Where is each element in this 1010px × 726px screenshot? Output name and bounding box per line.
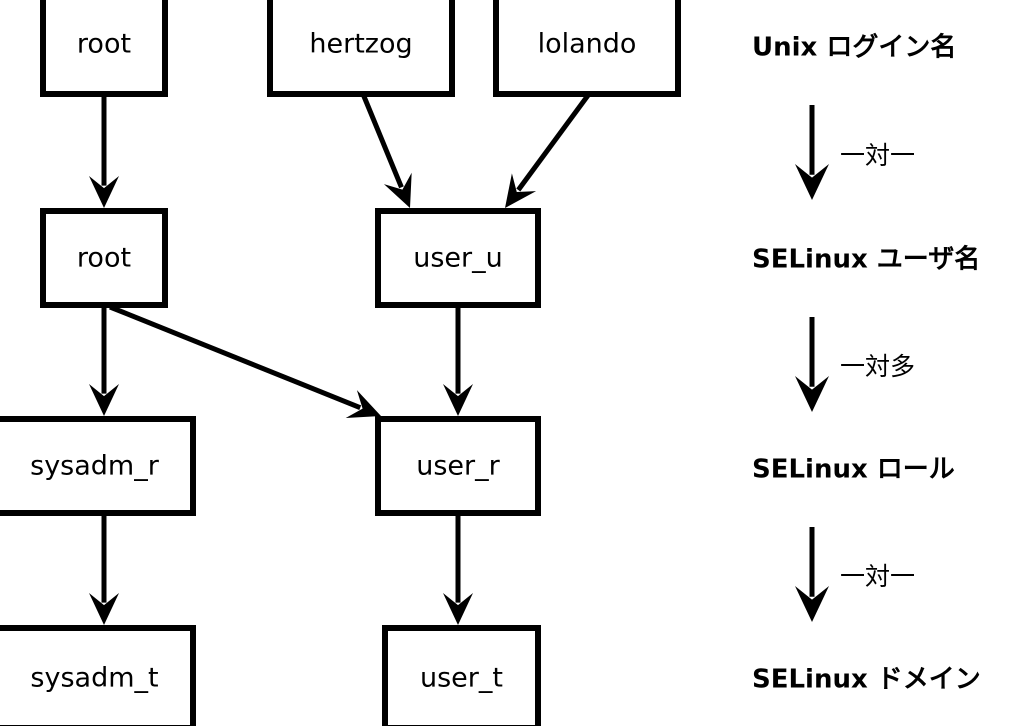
node-unix-root-box[interactable]: [40, 0, 168, 97]
node-domain-user_t-label: user_t: [420, 663, 503, 694]
legend-rel-3-label: 一対一: [840, 562, 915, 591]
node-unix-root[interactable]: root: [40, 0, 168, 97]
legend-selinux-role: SELinux ロール: [752, 455, 955, 485]
edge-lolando-to-useru: [505, 92, 592, 208]
legend-rel-1: 一対一: [795, 105, 915, 200]
edge-userr-to-usert-arrowhead: [443, 593, 473, 625]
node-seuser-root-box[interactable]: [40, 208, 168, 308]
edge-userr-to-usert: [443, 513, 473, 625]
edge-lolando-to-useru-arrowhead: [505, 173, 537, 208]
legend-rel-3: 一対一: [795, 527, 915, 622]
edge-useru-to-userr: [443, 305, 473, 416]
node-seuser-user_u-box[interactable]: [375, 208, 541, 308]
node-role-user_r-box[interactable]: [375, 416, 541, 516]
node-unix-hertzog-box[interactable]: [267, 0, 455, 97]
node-unix-hertzog[interactable]: hertzog: [267, 0, 455, 97]
node-seuser-user_u[interactable]: user_u: [375, 208, 541, 308]
edge-seuserroot-to-sysadmr-arrowhead: [89, 384, 119, 416]
legend-rel-2-arrowhead: [795, 376, 829, 412]
node-domain-user_t[interactable]: user_t: [382, 625, 541, 726]
legend-unix-login: Unix ログイン名: [752, 32, 956, 63]
legend-rel-1-arrowhead: [795, 164, 829, 200]
legend-rel-2: 一対多: [795, 317, 915, 412]
legend-rel-2-label: 一対多: [840, 352, 915, 381]
node-seuser-root[interactable]: root: [40, 208, 168, 308]
node-seuser-user_u-label: user_u: [413, 243, 503, 274]
node-role-sysadm_r-label: sysadm_r: [30, 451, 160, 482]
edge-useru-to-userr-arrowhead: [443, 384, 473, 416]
node-role-sysadm_r[interactable]: sysadm_r: [0, 416, 196, 516]
node-unix-lolando-label: lolando: [538, 29, 637, 60]
edge-hertzog-to-useru-line: [360, 93, 404, 189]
node-unix-lolando[interactable]: lolando: [493, 0, 681, 97]
legend-rel-1-label: 一対一: [840, 141, 915, 170]
node-domain-sysadm_t-box[interactable]: [0, 625, 196, 726]
legend-layer: Unix ログイン名 SELinux ユーザ名 SELinux ロール SELinux…: [752, 32, 981, 695]
legend-selinux-user: SELinux ユーザ名: [752, 244, 980, 275]
edge-hertzog-to-useru: [360, 93, 412, 208]
edge-seuserroot-to-userr-line: [109, 304, 362, 410]
edge-unixroot-to-seuserroot: [89, 94, 119, 208]
edge-unixroot-to-seuserroot-arrowhead: [89, 176, 119, 208]
edge-hertzog-to-useru-arrowhead: [383, 172, 412, 208]
legend-selinux-domain: SELinux ドメイン: [752, 665, 981, 695]
node-domain-user_t-box[interactable]: [382, 625, 541, 726]
edge-seuserroot-to-sysadmr: [89, 305, 119, 416]
edges-layer: [89, 92, 592, 625]
edge-sysadmr-to-sysadmt-arrowhead: [89, 593, 119, 625]
edge-seuserroot-to-userr: [109, 304, 381, 418]
node-unix-lolando-box[interactable]: [493, 0, 681, 97]
edge-seuserroot-to-userr-arrowhead: [345, 390, 381, 418]
node-role-user_r-label: user_r: [416, 451, 500, 482]
node-domain-sysadm_t[interactable]: sysadm_t: [0, 625, 196, 726]
edge-sysadmr-to-sysadmt: [89, 513, 119, 625]
node-unix-root-label: root: [77, 29, 131, 60]
node-domain-sysadm_t-label: sysadm_t: [30, 663, 158, 694]
node-unix-hertzog-label: hertzog: [309, 29, 412, 60]
edge-lolando-to-useru-line: [516, 92, 592, 192]
node-role-sysadm_r-box[interactable]: [0, 416, 196, 516]
node-role-user_r[interactable]: user_r: [375, 416, 541, 516]
node-seuser-root-label: root: [77, 243, 131, 274]
legend-rel-3-arrowhead: [795, 586, 829, 622]
